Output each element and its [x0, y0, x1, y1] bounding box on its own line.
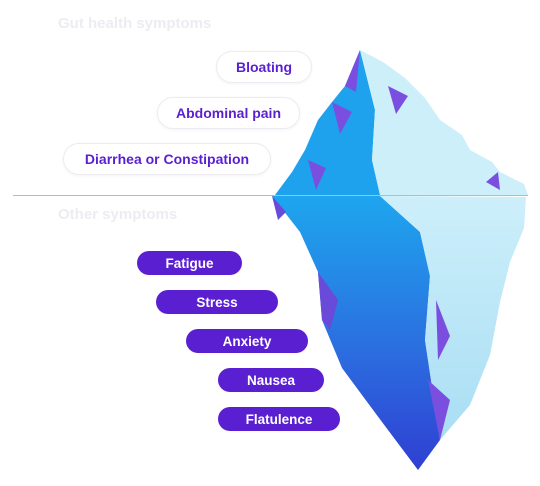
top-heading: Gut health symptoms: [58, 15, 212, 32]
symptom-pill-stress: Stress: [156, 290, 278, 314]
symptom-pill-anxiety: Anxiety: [186, 329, 308, 353]
waterline: [13, 195, 528, 196]
symptom-pill-bloating: Bloating: [216, 51, 312, 83]
symptom-pill-diarrhea-or-constipation: Diarrhea or Constipation: [63, 143, 271, 175]
symptom-pill-abdominal-pain: Abdominal pain: [157, 97, 300, 129]
symptom-pill-flatulence: Flatulence: [218, 407, 340, 431]
symptom-pill-nausea: Nausea: [218, 368, 324, 392]
symptom-pill-fatigue: Fatigue: [137, 251, 242, 275]
other-symptoms-heading: Other symptoms: [58, 206, 178, 223]
